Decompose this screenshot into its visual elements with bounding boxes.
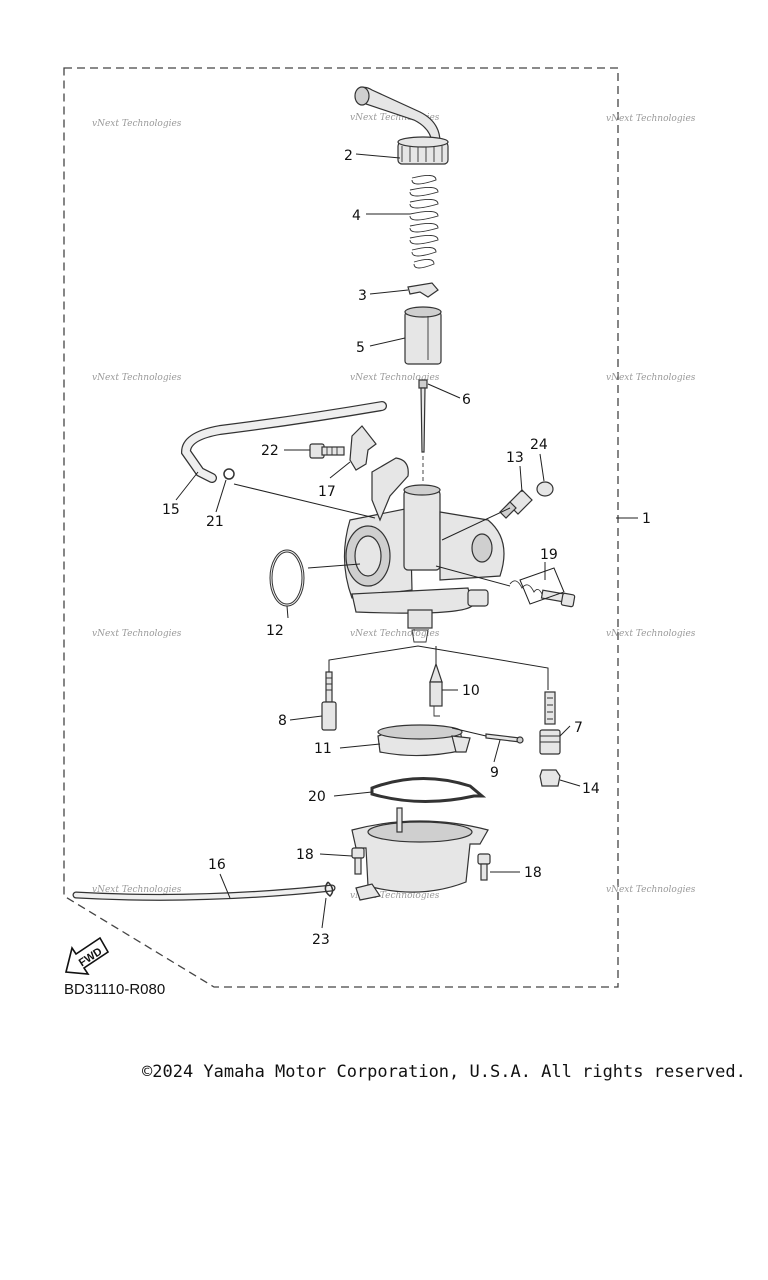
part-needle-valve [429, 662, 443, 717]
watermark: vNext Technologies [606, 885, 696, 895]
part-throttle-valve [404, 306, 442, 365]
callout-4: 4 [352, 208, 361, 224]
callout-17: 17 [318, 484, 336, 500]
callout-9: 9 [490, 765, 499, 781]
part-main-nozzle [539, 691, 561, 755]
watermarks: vNext Technologies vNext Technologies vN… [92, 113, 696, 901]
callout-21: 23 [312, 932, 330, 948]
diagram-code: BD31110-R080 [64, 981, 165, 998]
watermark: vNext Technologies [92, 885, 182, 895]
part-throttle-bracket [349, 425, 377, 471]
callout-7: 7 [574, 720, 583, 736]
part-throttle-screw-set [509, 580, 576, 608]
part-jet-needle [418, 379, 428, 484]
part-main-jet [539, 769, 561, 787]
callout-numbers: 2 4 3 5 6 1 22 17 15 21 13 24 19 12 10 8… [162, 148, 651, 948]
part-throttle-valve-spring [409, 175, 439, 269]
callout-8: 8 [278, 713, 287, 729]
watermark: vNext Technologies [92, 119, 182, 129]
callout-1: 1 [642, 511, 651, 527]
callout-14: 14 [582, 781, 600, 797]
part-mixing-chamber-cap [354, 86, 449, 165]
callout-19: 19 [540, 547, 558, 563]
carburetor-exploded-diagram: vNext Technologies vNext Technologies vN… [63, 67, 696, 998]
callout-12: 12 [266, 623, 284, 639]
callout-22: 21 [206, 514, 224, 530]
callout-16: 16 [208, 857, 226, 873]
part-hose-clip-21 [324, 881, 334, 897]
callout-6: 6 [462, 392, 471, 408]
part-needle-clip [407, 282, 439, 298]
watermark: vNext Technologies [606, 629, 696, 639]
watermark: vNext Technologies [350, 113, 440, 123]
callout-5: 5 [356, 340, 365, 356]
part-screw-18-left [351, 847, 365, 875]
part-pilot-screw [499, 489, 533, 519]
part-float [377, 724, 471, 757]
watermark: vNext Technologies [350, 373, 440, 383]
callout-18-right: 18 [524, 865, 542, 881]
callout-2: 2 [344, 148, 353, 164]
assembly-boundary [63, 67, 619, 988]
leader-lines [175, 153, 638, 929]
part-float-chamber [351, 807, 489, 901]
callout-10: 10 [462, 683, 480, 699]
watermark: vNext Technologies [606, 114, 696, 124]
part-float-chamber-gasket [370, 776, 487, 804]
watermark: vNext Technologies [606, 373, 696, 383]
part-pilot-jet [321, 671, 337, 731]
callout-24: 24 [530, 437, 548, 453]
watermark: vNext Technologies [92, 373, 182, 383]
callout-11: 11 [314, 741, 332, 757]
callout-18-left: 18 [296, 847, 314, 863]
part-cap-24 [536, 481, 554, 497]
callout-23: 22 [261, 443, 279, 459]
watermark: vNext Technologies [350, 629, 440, 639]
part-carburetor-body [343, 457, 505, 643]
part-float-pin [485, 733, 524, 744]
part-hose-clip-22 [223, 468, 235, 480]
fwd-arrow-icon: FWD [64, 936, 110, 975]
callout-20: 20 [308, 789, 326, 805]
callout-13: 13 [506, 450, 524, 466]
watermark: vNext Technologies [350, 891, 440, 901]
watermark: vNext Technologies [92, 629, 182, 639]
part-throttle-stop-screw [309, 443, 345, 459]
callout-15: 15 [162, 502, 180, 518]
copyright-notice: ©2024 Yamaha Motor Corporation, U.S.A. A… [142, 1062, 746, 1082]
part-screw-18-right [477, 853, 491, 881]
callout-3: 3 [358, 288, 367, 304]
